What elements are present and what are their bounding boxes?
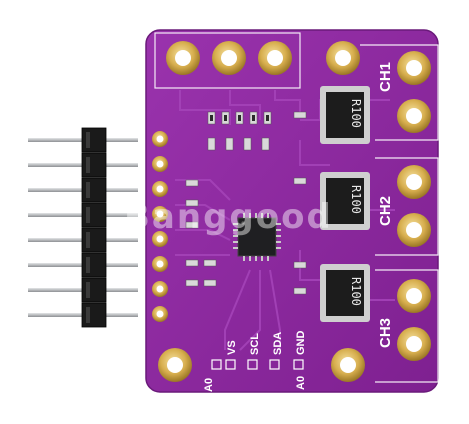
resistor-label-ch1: R100 bbox=[349, 99, 363, 128]
pin-label-sda: SDA bbox=[272, 332, 284, 355]
channel-label-ch1: CH1 bbox=[377, 62, 394, 92]
pin-label-gnd: GND bbox=[295, 331, 307, 356]
top-terminal-pads bbox=[166, 41, 292, 75]
pin-label-a0-left: A0 bbox=[203, 378, 215, 392]
male-header-strip bbox=[28, 127, 138, 328]
watermark: Banggood bbox=[124, 197, 333, 237]
shunt-resistor-ch2: R100 bbox=[320, 172, 370, 230]
ic-chip bbox=[233, 213, 281, 261]
pin-label-scl: SCL bbox=[249, 333, 261, 355]
pin-label-a0-right: A0 bbox=[295, 376, 307, 390]
channel-label-ch2: CH2 bbox=[377, 196, 394, 226]
pin-label-vs: VS bbox=[226, 340, 238, 355]
shunt-resistor-ch1: R100 bbox=[320, 86, 370, 144]
pin-labels: A0 VS SCL SDA GND A0 bbox=[203, 331, 307, 393]
smd-components bbox=[185, 111, 307, 295]
resistor-label-ch2: R100 bbox=[349, 185, 363, 214]
resistor-label-ch3: R100 bbox=[349, 277, 363, 306]
channel-terminal-pads bbox=[397, 51, 431, 361]
header-pads bbox=[152, 131, 168, 322]
channel-label-ch3: CH3 bbox=[377, 318, 394, 348]
mounting-holes bbox=[158, 41, 365, 382]
shunt-resistor-ch3: R100 bbox=[320, 264, 370, 322]
